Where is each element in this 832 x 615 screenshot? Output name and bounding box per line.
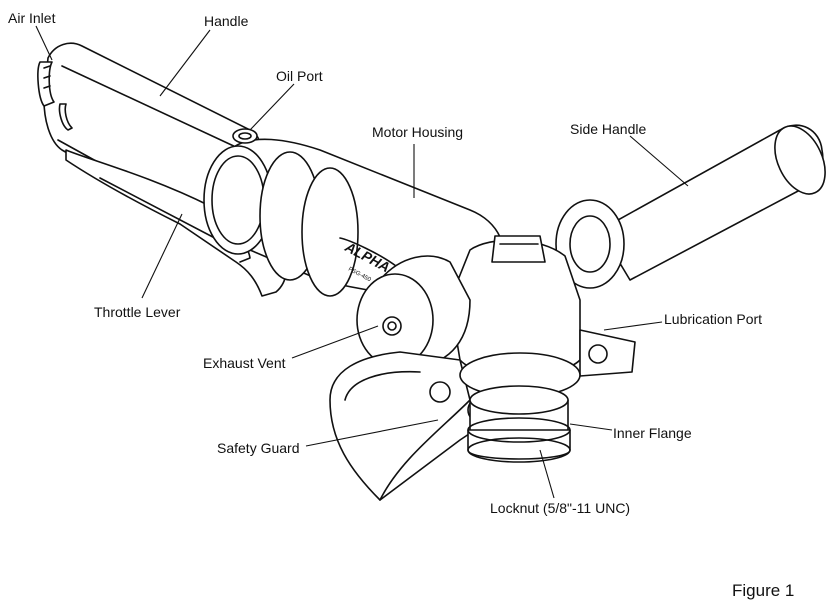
label-inner-flange: Inner Flange bbox=[613, 425, 692, 441]
label-lubrication-port: Lubrication Port bbox=[664, 311, 763, 327]
gear-head bbox=[356, 235, 581, 377]
label-handle: Handle bbox=[204, 13, 249, 29]
label-locknut: Locknut (5/8"-11 UNC) bbox=[490, 500, 631, 516]
spindle-assembly bbox=[459, 352, 581, 463]
safety-guard-drawing bbox=[329, 329, 636, 501]
label-throttle-lever: Throttle Lever bbox=[94, 304, 181, 320]
figure-caption: Figure 1 bbox=[732, 581, 795, 600]
label-oil-port: Oil Port bbox=[276, 68, 323, 84]
label-side-handle: Side Handle bbox=[570, 121, 647, 137]
label-air-inlet: Air Inlet bbox=[8, 10, 56, 26]
leader-lines bbox=[35, 25, 689, 499]
label-exhaust-vent: Exhaust Vent bbox=[203, 355, 286, 371]
side-handle-drawing bbox=[555, 124, 826, 289]
label-motor-housing: Motor Housing bbox=[372, 124, 464, 140]
label-safety-guard: Safety Guard bbox=[217, 440, 300, 456]
